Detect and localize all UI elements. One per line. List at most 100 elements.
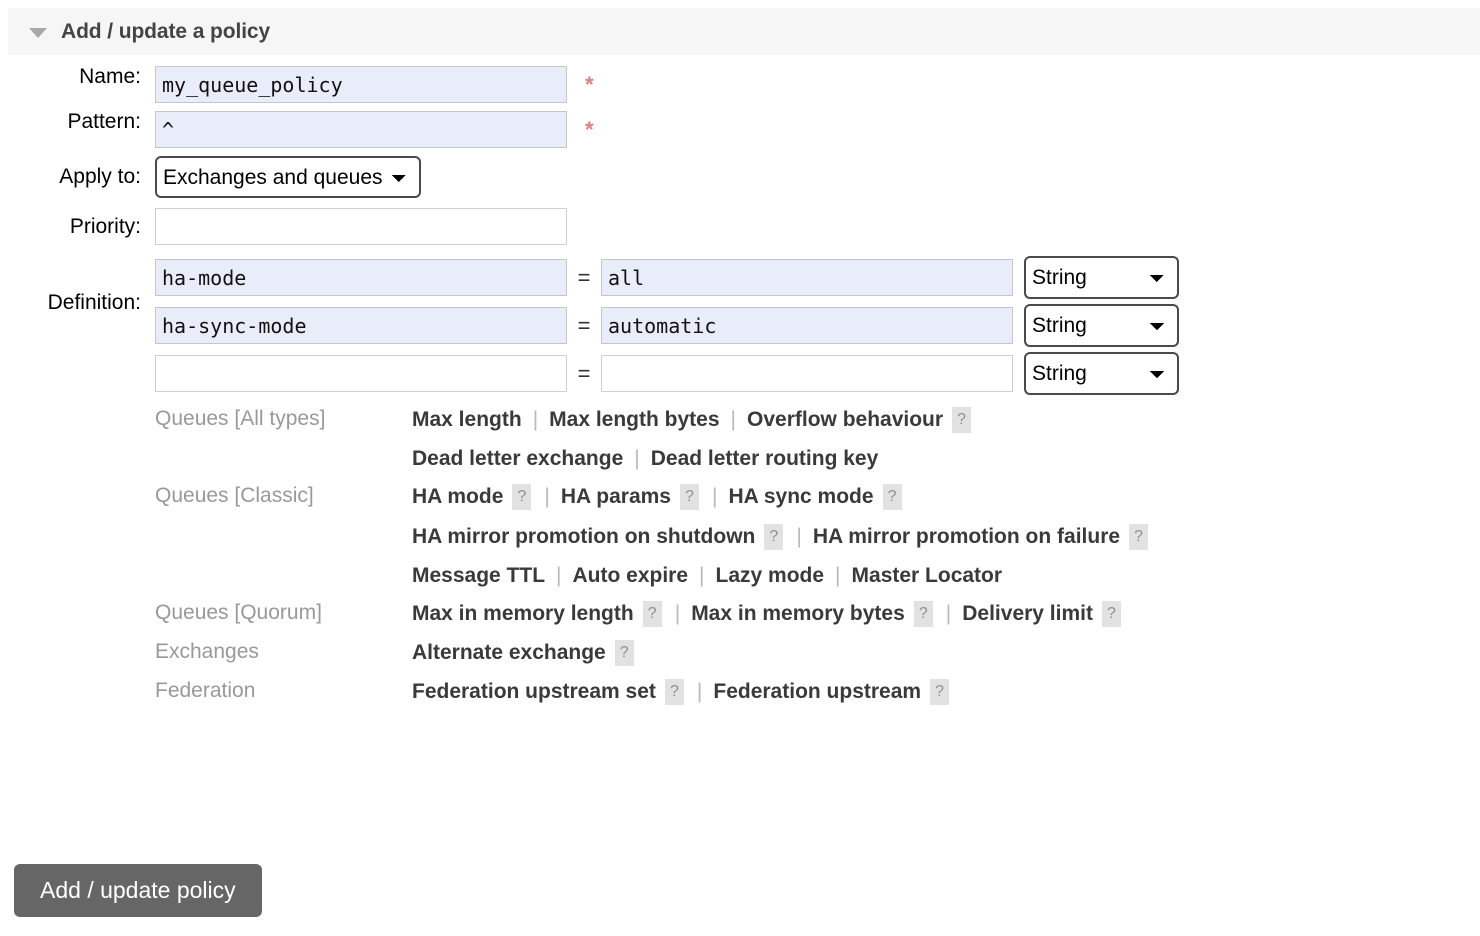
form-row-name: Name: * [0,65,1480,103]
help-badge-icon[interactable]: ? [764,524,784,550]
apply-to-label: Apply to: [59,165,141,188]
hint-link[interactable]: Delivery limit [962,602,1093,625]
hint-link[interactable]: Federation upstream set [412,680,656,703]
hint-link-line: Federation upstream set? | Federation upst… [412,679,1150,705]
hint-category-row: Queues [All types] Max length | Max length … [155,407,1150,484]
hint-link-group: Max length | Max length bytes | Overflow beh… [412,407,1150,484]
hint-link[interactable]: Dead letter exchange [412,447,624,470]
hint-category-label: Federation [155,679,256,702]
help-badge-icon[interactable]: ? [952,407,972,433]
hint-link[interactable]: Message TTL [412,564,546,587]
definition-type-select[interactable]: String [1024,352,1179,395]
hint-separator: | [634,447,640,470]
hint-category-label: Queues [Classic] [155,484,314,507]
hint-separator: | [556,564,562,587]
hint-link[interactable]: HA mirror promotion on failure [812,525,1121,548]
definition-value-input[interactable] [601,259,1013,296]
hint-link[interactable]: Federation upstream [713,680,922,703]
policy-form: Name: * Pattern: * Apply to: Exchanges a… [0,65,1480,726]
hint-link[interactable]: Overflow behaviour [747,408,944,431]
hint-separator: | [674,602,681,625]
definition-hint-links: Queues [All types] Max length | Max length … [155,407,1179,718]
hint-link-line: Dead letter exchange | Dead letter routing… [412,447,1150,471]
add-update-policy-button[interactable]: Add / update policy [14,864,262,917]
hint-link[interactable]: Dead letter routing key [650,447,879,470]
hint-link-group: Alternate exchange? [412,640,1150,679]
definition-value-input[interactable] [601,355,1013,392]
hint-link-line: Alternate exchange? [412,640,1150,666]
priority-input[interactable] [155,208,567,245]
hint-link[interactable]: HA mirror promotion on shutdown [412,525,756,548]
hint-separator: | [696,680,703,703]
hint-category-label: Queues [Quorum] [155,601,322,624]
pattern-required-marker: * [585,117,594,142]
hint-link-line: Max length|Max length bytes|Overflow beh… [412,407,1150,433]
hint-link-line: HA mirror promotion on shutdown? | HA mirr… [412,524,1150,550]
hint-category-row: Exchanges Alternate exchange? [155,640,1150,679]
hint-category-label: Exchanges [155,640,259,663]
definition-key-input[interactable] [155,259,567,296]
definition-type-select[interactable]: String [1024,256,1179,299]
definition-key-input[interactable] [155,307,567,344]
hint-link[interactable]: HA mode [412,485,504,508]
hint-separator: | [945,602,952,625]
hint-link[interactable]: HA params [560,485,671,508]
name-input[interactable] [155,66,567,103]
page-title: Add / update a policy [61,19,271,43]
form-row-priority: Priority: [0,208,1480,245]
hint-separator: | [796,525,802,548]
hint-link[interactable]: HA sync mode [728,485,874,508]
hint-link[interactable]: Max length [412,408,522,431]
hint-link-line: Message TTL|Auto expire|Lazy mode|Master… [412,564,1150,588]
help-badge-icon[interactable]: ? [614,640,634,666]
form-row-definition: Definition: = String = String [0,256,1480,718]
hint-link-line: Max in memory length? | Max in memory byte… [412,601,1150,627]
hint-separator: | [711,485,718,508]
hint-separator: | [835,564,841,587]
form-row-apply-to: Apply to: Exchanges and queues [0,156,1480,198]
name-label: Name: [79,65,141,88]
help-badge-icon[interactable]: ? [642,601,662,627]
equals-sign: = [577,264,591,290]
hint-link-group: Max in memory length? | Max in memory byte… [412,601,1150,640]
hint-link-line: HA mode? | HA params? | HA sync mode? [412,484,1150,510]
priority-label: Priority: [69,215,141,238]
section-header[interactable]: Add / update a policy [8,8,1480,55]
hint-link[interactable]: Auto expire [572,564,689,587]
help-badge-icon[interactable]: ? [913,601,933,627]
help-badge-icon[interactable]: ? [512,484,532,510]
definition-type-select[interactable]: String [1024,304,1179,347]
definition-row: = String [155,256,1179,299]
hint-link-group: Federation upstream set? | Federation upst… [412,679,1150,718]
hint-category-row: Queues [Classic] HA mode? | HA params? | HA s… [155,484,1150,601]
hint-separator: | [544,485,550,508]
help-badge-icon[interactable]: ? [679,484,699,510]
help-badge-icon[interactable]: ? [930,679,950,705]
definition-label: Definition: [47,291,141,314]
definition-rows: = String = String = [155,256,1179,395]
pattern-label: Pattern: [67,110,141,133]
help-badge-icon[interactable]: ? [664,679,684,705]
hint-separator: | [532,408,539,431]
definition-row: = String [155,352,1179,395]
hint-link[interactable]: Master Locator [851,564,1003,587]
hint-link[interactable]: Lazy mode [715,564,825,587]
hint-category-label: Queues [All types] [155,407,326,430]
hint-category-row: Queues [Quorum]Max in memory length?|Max… [155,601,1150,640]
apply-to-select[interactable]: Exchanges and queues [155,156,421,198]
triangle-down-icon[interactable] [29,27,47,38]
equals-sign: = [577,360,591,386]
hint-link[interactable]: Alternate exchange [412,641,606,664]
definition-key-input[interactable] [155,355,567,392]
help-badge-icon[interactable]: ? [1129,524,1149,550]
help-badge-icon[interactable]: ? [882,484,902,510]
help-badge-icon[interactable]: ? [1101,601,1121,627]
definition-row: = String [155,304,1179,347]
name-required-marker: * [585,72,594,97]
hint-link[interactable]: Max in memory length [412,602,634,625]
definition-value-input[interactable] [601,307,1013,344]
pattern-input[interactable] [155,111,567,148]
hint-link[interactable]: Max length bytes [549,408,720,431]
hint-link[interactable]: Max in memory bytes [691,602,905,625]
